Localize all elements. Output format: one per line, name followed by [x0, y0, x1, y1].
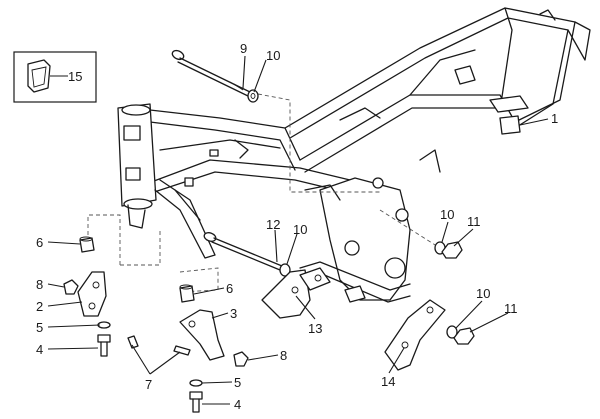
callout-5-center: 5 [234, 375, 241, 390]
callout-13: 13 [308, 321, 322, 336]
callout-10-upper-right: 10 [440, 207, 454, 222]
bolt-4-left [97, 334, 111, 357]
callout-15: 15 [68, 69, 82, 84]
spacer-6-left [79, 236, 95, 253]
callout-10-mid: 10 [293, 222, 307, 237]
callout-12: 12 [266, 217, 280, 232]
callout-11-upper-right: 11 [467, 214, 481, 229]
leader-lines [47, 55, 549, 405]
callout-1: 1 [551, 111, 558, 126]
bracket-3 [179, 309, 225, 361]
bolt-4-center [189, 391, 203, 413]
assembly-guide-lines [87, 93, 441, 293]
washer-10-top [247, 89, 259, 103]
callout-6-center: 6 [226, 281, 233, 296]
bracket-13 [261, 267, 331, 319]
washer-nut-lower-right [446, 325, 475, 345]
callout-6-left: 6 [36, 235, 43, 250]
callout-4-center: 4 [234, 397, 241, 412]
long-bolt-9 [171, 49, 251, 97]
part-15-inset [13, 51, 97, 103]
callout-8-center: 8 [280, 348, 287, 363]
callout-2: 2 [36, 299, 43, 314]
callout-10-top: 10 [266, 48, 280, 63]
callout-14: 14 [381, 374, 395, 389]
pins-7 [127, 335, 191, 356]
nut-8-center [233, 351, 249, 367]
bracket-2 [77, 271, 107, 317]
washer-nut-upper-right [434, 241, 463, 259]
callout-10-lower-right: 10 [476, 286, 490, 301]
spacer-6-center [179, 284, 195, 303]
callout-9: 9 [240, 41, 247, 56]
callout-5-left: 5 [36, 320, 43, 335]
callout-7: 7 [145, 377, 152, 392]
callout-4-left: 4 [36, 342, 43, 357]
nut-8-left [63, 279, 79, 295]
bracket-14 [384, 299, 446, 371]
callout-8-left: 8 [36, 277, 43, 292]
washer-5-center [189, 379, 203, 387]
main-frame[interactable] [117, 7, 591, 303]
callout-11-lower-right: 11 [504, 301, 518, 316]
callout-3: 3 [230, 306, 237, 321]
long-bolt-12 [203, 232, 291, 277]
